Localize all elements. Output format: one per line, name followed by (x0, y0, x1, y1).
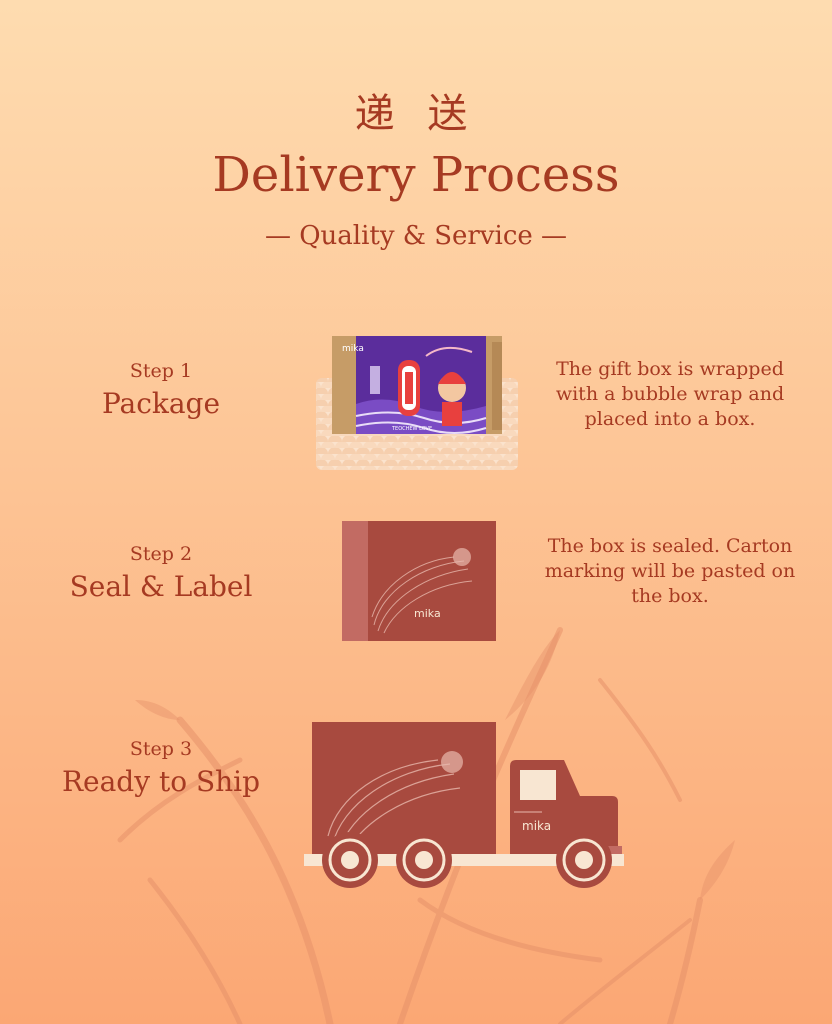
delivery-truck-illustration: mika (304, 722, 624, 888)
step-number: Step 1 (129, 360, 193, 382)
truck-wheel (556, 832, 612, 888)
gift-box-text: TEOCHEW LOVE (391, 426, 432, 432)
step-2-description: The box is sealed. Carton marking will b… (544, 535, 796, 607)
sealed-carton-illustration: mika (342, 521, 496, 641)
page-subtitle: — Quality & Service — (264, 221, 568, 251)
carton-logo: mika (414, 607, 441, 620)
step-number: Step 3 (129, 738, 193, 760)
chinese-title: 递 送 (354, 91, 478, 137)
gift-box-logo: mika (342, 344, 364, 354)
step-title: Ready to Ship (61, 765, 261, 798)
step-title: Package (101, 387, 221, 420)
step-1-label: Step 1 Package (0, 358, 326, 422)
bubble-wrapped-gift-box-illustration: mika TEOCHEW LOVE (316, 336, 518, 470)
step-1-description: The gift box is wrapped with a bubble wr… (555, 358, 785, 430)
page-title: Delivery Process (212, 147, 620, 203)
truck-logo: mika (522, 819, 551, 833)
truck-wheel (396, 832, 452, 888)
step-number: Step 2 (129, 543, 193, 565)
truck-window (520, 770, 556, 800)
step-title: Seal & Label (69, 570, 253, 603)
step-2-label: Step 2 Seal & Label (0, 541, 326, 605)
truck-wheel (322, 832, 378, 888)
gift-box (332, 336, 502, 434)
header: 递 送 Delivery Process — Quality & Service… (0, 88, 832, 254)
step-3-label: Step 3 Ready to Ship (0, 736, 326, 800)
truck-base (304, 854, 624, 866)
